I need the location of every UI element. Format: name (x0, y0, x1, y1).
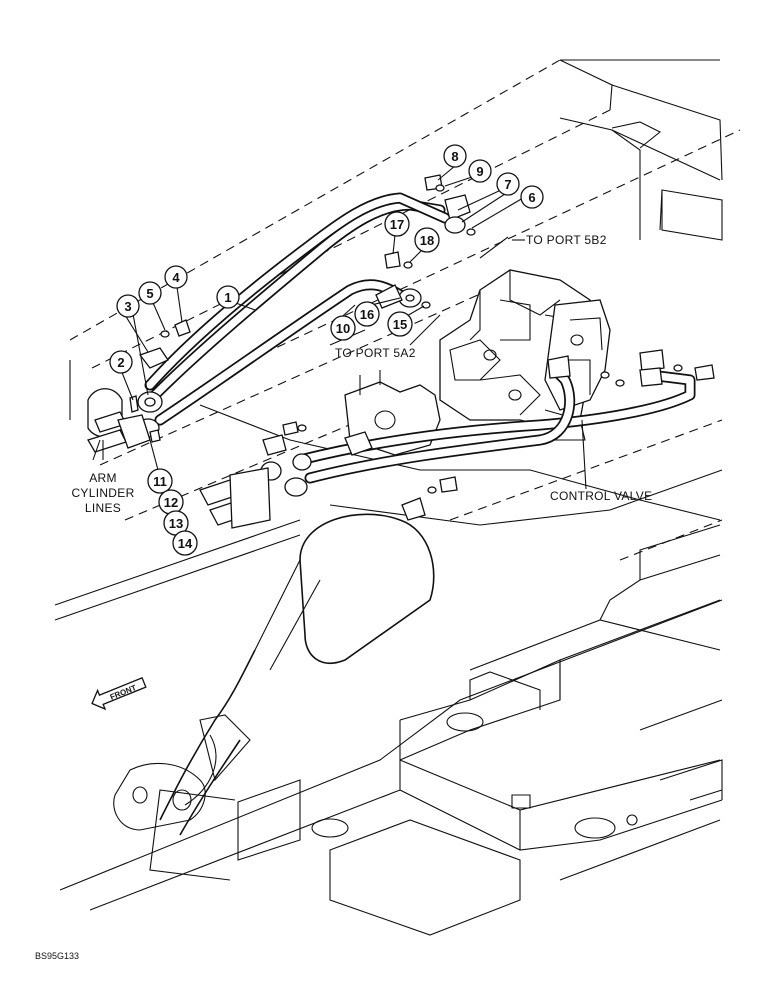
svg-text:5: 5 (146, 286, 153, 301)
label-arm: ARM (89, 471, 117, 485)
boom-structure (113, 513, 435, 836)
callout-5: 5 (138, 281, 162, 305)
label-lines: LINES (85, 501, 121, 515)
machine-frame-outline (54, 59, 741, 621)
svg-text:3: 3 (124, 299, 131, 314)
svg-text:14: 14 (178, 536, 193, 551)
svg-text:1: 1 (224, 290, 231, 305)
svg-text:11: 11 (153, 474, 167, 489)
svg-text:18: 18 (420, 233, 434, 248)
callout-18: 18 (414, 227, 440, 253)
callout-4: 4 (164, 265, 188, 289)
svg-text:7: 7 (504, 177, 511, 192)
svg-text:15: 15 (393, 317, 407, 332)
label-to-port-5b2: TO PORT 5B2 (526, 233, 607, 247)
svg-text:13: 13 (169, 516, 183, 531)
svg-text:9: 9 (476, 164, 483, 179)
figure-code: BS95G133 (35, 951, 79, 961)
svg-text:10: 10 (336, 321, 350, 336)
arm-cylinder-lines (87, 388, 373, 529)
hose-lower-1 (294, 369, 696, 466)
svg-text:16: 16 (360, 307, 374, 322)
chassis-lower (59, 524, 723, 936)
label-to-port-5a2: TO PORT 5A2 (335, 346, 416, 360)
fittings (129, 174, 715, 521)
svg-text:4: 4 (172, 270, 180, 285)
svg-text:12: 12 (164, 495, 178, 510)
hose-1b (144, 192, 451, 391)
callout-14: 14 (172, 530, 198, 556)
callout-9: 9 (468, 159, 492, 183)
callouts: 1 2 3 4 5 6 7 8 (109, 144, 544, 556)
callout-15: 15 (387, 311, 413, 337)
svg-text:2: 2 (117, 355, 124, 370)
svg-text:8: 8 (451, 149, 458, 164)
hose-10 (154, 279, 411, 426)
callout-3: 3 (116, 294, 140, 318)
callout-13: 13 (163, 510, 189, 536)
callout-1: 1 (216, 285, 240, 309)
callout-16: 16 (354, 301, 380, 327)
callout-10: 10 (330, 315, 356, 341)
callout-2: 2 (109, 350, 133, 374)
hose-lower-2 (304, 364, 576, 484)
label-control-valve: CONTROL VALVE (550, 489, 652, 503)
callout-12: 12 (158, 489, 184, 515)
svg-text:17: 17 (390, 217, 404, 232)
callout-6: 6 (520, 185, 544, 209)
callout-7: 7 (496, 172, 520, 196)
callout-17: 17 (384, 211, 410, 237)
text-labels: TO PORT 5B2 TO PORT 5A2 ARM CYLINDER LIN… (35, 233, 652, 961)
hose-1 (149, 199, 446, 401)
callout-8: 8 (443, 144, 467, 168)
callout-11: 11 (147, 468, 173, 494)
front-arrow: FRONT (91, 677, 147, 711)
svg-text:6: 6 (528, 190, 535, 205)
label-cylinder: CYLINDER (71, 486, 134, 500)
